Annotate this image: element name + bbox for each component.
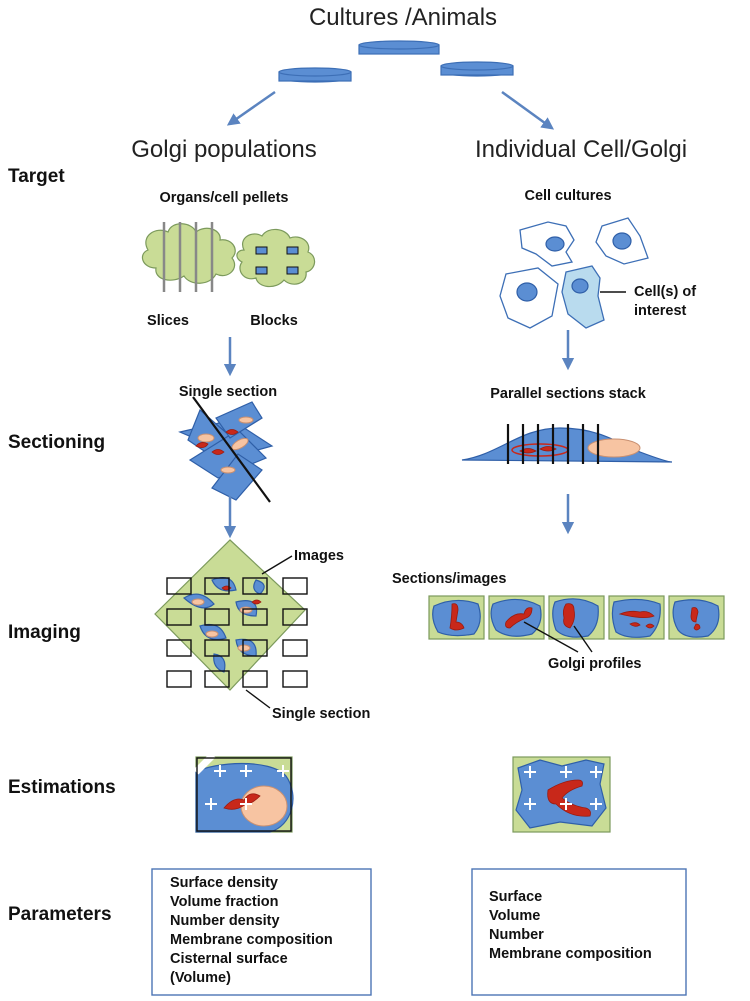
left-parameter-item: Cisternal surface (170, 951, 288, 967)
cells-of-interest-label-line2: interest (634, 303, 687, 319)
left-parameter-item: Volume fraction (170, 894, 279, 910)
golgi-profiles-label: Golgi profiles (548, 656, 641, 672)
section-images-strip (428, 595, 725, 653)
left-parameter-item: Surface density (170, 875, 278, 891)
parallel-sections-illustration (461, 424, 673, 464)
left-target-label: Organs/cell pellets (160, 190, 289, 206)
row-label-sectioning: Sectioning (8, 432, 105, 453)
cell-cultures-illustration (499, 217, 649, 329)
left-parameter-item: Membrane composition (170, 932, 333, 948)
right-estimation-illustration (512, 756, 611, 833)
column-heading-right: Individual Cell/Golgi (475, 136, 687, 163)
right-parameter-item: Volume (489, 908, 540, 924)
slices-illustration (141, 222, 236, 292)
imaging-grid-illustration (154, 539, 308, 709)
diagram-title: Cultures /Animals (309, 4, 497, 31)
right-parameters-list: Surface Volume Number Membrane compositi… (489, 889, 652, 962)
blocks-illustration (236, 228, 316, 288)
tissue-section-illustration (178, 396, 274, 503)
right-parameter-item: Membrane composition (489, 946, 652, 962)
left-parameters-box (151, 868, 372, 996)
left-parameter-item: (Volume) (170, 970, 231, 986)
arrow-to-golgi-populations (226, 90, 276, 126)
right-parameter-item: Number (489, 927, 544, 943)
row-label-parameters: Parameters (8, 904, 112, 925)
right-parameter-item: Surface (489, 889, 542, 905)
culture-dishes (278, 40, 514, 83)
row-label-imaging: Imaging (8, 622, 81, 643)
single-section-label: Single section (272, 706, 370, 722)
row-label-target: Target (8, 166, 65, 187)
left-parameters-list: Surface density Volume fraction Number d… (170, 875, 333, 986)
sections-images-label: Sections/images (392, 571, 506, 587)
right-section-label: Parallel sections stack (490, 386, 646, 402)
right-target-label: Cell cultures (524, 188, 611, 204)
left-section-label: Single section (179, 384, 277, 400)
arrow-to-individual-cell (501, 90, 555, 130)
slices-label: Slices (147, 313, 189, 329)
column-heading-left: Golgi populations (131, 136, 316, 163)
row-label-estimations: Estimations (8, 777, 116, 798)
images-label: Images (294, 548, 344, 564)
cells-of-interest-label-line1: Cell(s) of (634, 284, 696, 300)
left-estimation-illustration (193, 752, 294, 833)
left-parameter-item: Number density (170, 913, 280, 929)
blocks-label: Blocks (250, 313, 298, 329)
right-parameters-box (471, 868, 687, 996)
